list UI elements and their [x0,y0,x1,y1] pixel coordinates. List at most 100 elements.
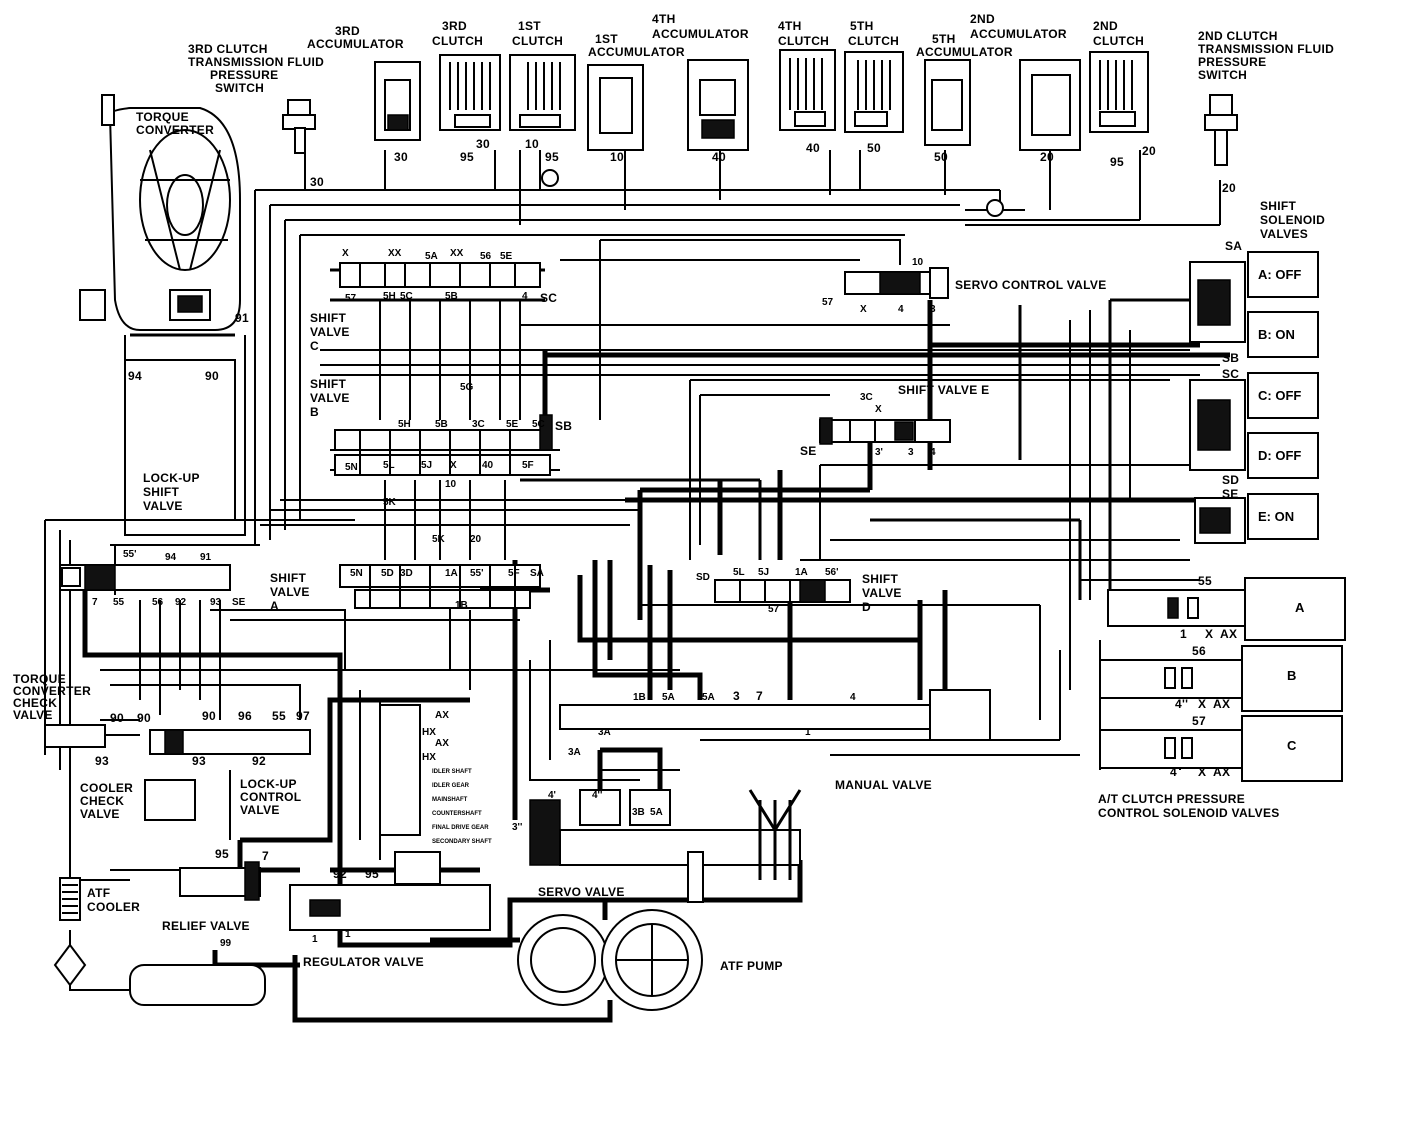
port-num: HX [422,752,436,763]
label-regulator-valve: REGULATOR VALVE [303,955,424,969]
shaft-labels: IDLER SHAFT IDLER GEAR MAINSHAFT COUNTER… [432,769,492,845]
shift-solenoid-state-labels: A: OFF B: ON C: OFF D: OFF E: ON [1258,267,1301,524]
clutch-pressure-solenoids [1099,577,1346,782]
port-num: 5K [383,497,397,508]
port-num: 30 [476,137,490,151]
port-num: 5A [702,692,715,703]
port-num: 5A [425,251,438,262]
port-num: SA [530,568,544,579]
port-num: 57 [822,297,834,308]
port-num: 55' [470,568,484,579]
port-num: 3C [860,392,873,403]
port-num: 5J [758,567,769,578]
port-numbers-servo-control: 10 57 X 4 3 [822,257,936,315]
port-num: 3A [598,727,611,738]
label-3rd-clutch-switch: 3RD CLUTCH TRANSMISSION FLUID PRESSURE S… [188,42,328,95]
servo-shift-fork [748,789,802,880]
label-1st-accumulator: 1ST ACCUMULATOR [588,32,685,59]
port-num: 91 [235,311,249,325]
port-num: 10 [610,150,624,164]
port-num: 92 [175,597,187,608]
port-num: 1A [795,567,808,578]
manual-valve-body [559,704,981,730]
port-num: 4 [1170,765,1177,779]
port-num: 93 [95,754,109,768]
port-num: 95 [1110,155,1124,169]
port-num: 92 [333,867,347,881]
port-num: 5H [398,419,411,430]
label-cooler-check-valve: COOLER CHECK VALVE [80,781,137,821]
cp-solenoid-b-letter: B [1287,668,1296,683]
shaft-label: IDLER GEAR [432,783,470,789]
port-num: 5F [522,460,534,471]
port-num: 93 [210,597,222,608]
label-shift-valve-c: SHIFT VALVE C [310,311,353,353]
port-num: 3'' [512,822,522,833]
servo-accum-1 [579,789,621,826]
label-1st-clutch: 1ST CLUTCH [512,19,563,48]
port-numbers-valve-a: 55' 94 91 7 55 56 92 93 SE [92,549,246,608]
cp-solenoid-c-letter: C [1287,738,1297,753]
label-shift-solenoid-valves: SHIFT SOLENOID VALVES [1260,199,1329,241]
port-num: 95 [545,150,559,164]
port-numbers-valve-c: X XX 5A XX 56 5E 57 5H 5C 5B 5G 4 SC [342,248,557,393]
port-num: 7 [92,597,98,608]
label-5th-accumulator: 5TH ACCUMULATOR [916,32,1013,59]
label-shift-valve-e: SHIFT VALVE E [898,383,989,397]
shaft-label: SECONDARY SHAFT [432,839,492,845]
2nd-accumulator [1019,59,1081,151]
port-num: 3 [908,447,914,458]
port-num: 1 [345,929,351,940]
port-numbers-cp-solenoids: 1 X AX 4'' X AX 4 X AX [1170,627,1237,779]
port-numbers-top: 30 30 95 30 10 95 10 40 40 50 50 20 95 2… [310,137,1236,195]
port-num: 95 [365,867,379,881]
shift-solenoid-bodies [1189,261,1246,544]
port-num: 5B [445,291,458,302]
port-num: 3A [568,747,581,758]
port-num: 90 [202,709,216,723]
port-num: 30 [394,150,408,164]
1st-clutch [509,54,576,131]
label-shift-valve-a: SHIFT VALVE A [270,571,313,613]
servo-valve-piston [529,799,561,866]
shaft-label: COUNTERSHAFT [432,811,482,817]
port-numbers-converter: 91 94 90 [128,311,249,383]
label-servo-control-valve: SERVO CONTROL VALVE [955,278,1107,292]
tag-sc: SC [1222,367,1239,381]
port-num: 92 [252,754,266,768]
port-num: AX [1213,697,1230,711]
port-num: 94 [128,369,142,383]
port-num: 10 [445,479,457,490]
label-relief-valve: RELIEF VALVE [162,919,250,933]
torque-converter [79,94,241,331]
port-numbers-regulator: 92 95 1 1 [312,867,379,945]
port-num: 5E [500,251,513,262]
label-3rd-clutch: 3RD CLUTCH [432,19,483,48]
port-num: 90 [110,711,124,725]
solenoid-e-state: E: ON [1258,509,1294,524]
shift-valve-a [339,564,541,609]
port-numbers-valve-d: SD 5L 5J 1A 56' 57 [696,567,839,615]
port-num: 20 [470,534,482,545]
port-num: 40 [806,141,820,155]
label-lockup-shift-valve: LOCK-UP SHIFT VALVE [143,471,203,513]
port-num: 5N [345,462,358,473]
cooler-check-valve-body [144,779,196,821]
port-num: 40 [712,150,726,164]
shaft-block [379,704,421,836]
shift-solenoid-state-boxes [1247,251,1319,540]
tag-sd: SD [1222,473,1239,487]
tag-sb: SB [1222,351,1239,365]
port-num: AX [1213,765,1230,779]
label-2nd-clutch-switch: 2ND CLUTCH TRANSMISSION FLUID PRESSURE S… [1198,29,1338,82]
port-num: 90 [205,369,219,383]
lockup-control-spool [164,729,184,755]
label-servo-valve: SERVO VALVE [538,885,625,899]
3rd-accumulator [374,61,421,141]
shift-valve-d [714,579,851,603]
shaft-label: IDLER SHAFT [432,769,472,775]
label-manual-valve: MANUAL VALVE [835,778,932,792]
port-num: 1 [1180,627,1187,641]
4th-accumulator [687,59,749,151]
